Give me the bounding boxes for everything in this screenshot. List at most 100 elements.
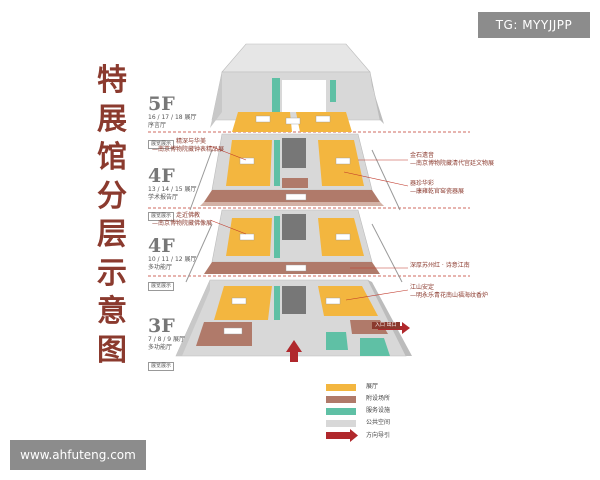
service-core [330,80,336,102]
hall-label-box [285,193,307,201]
floor-tag: 展览展示 [148,362,175,371]
floor-hall: 学术报告厅 [148,194,179,201]
legend-swatch-ancillary [326,396,356,403]
stair-right [371,223,403,283]
legend-item: 附设场所 [326,394,446,404]
annotation-palace: 金石遗音 —南京博物院藏清代宫廷文物展 [410,152,494,168]
hall-label-box [285,117,301,125]
ancillary-room [282,178,308,188]
floor-label-4f-lower: 4F 10 / 11 / 12 展厅 多功能厅 展览展示 [148,236,218,291]
floor-label-3f: 3F 7 / 8 / 9 展厅 多功能厅 展览展示 [148,316,218,371]
legend-item: 服务设施 [326,406,446,416]
title-char: 层 [97,217,127,252]
title-char: 分 [97,178,127,214]
legend-label: 附设场所 [366,395,391,402]
atrium-void [282,80,326,112]
annotation-title: 金石遗音 [410,152,435,159]
annotation-subtitle: —明永乐青花南山福海纹香炉 [410,292,489,299]
floor-hall: 多功能厅 [148,264,173,271]
legend-item: 展厅 [326,382,446,392]
escalator [282,138,306,168]
floor-4f-lower [185,209,403,283]
legend-swatch-service [326,408,356,415]
stair-left [189,149,213,211]
annotation-subtitle: —南京博物院藏佛像展 [152,220,213,227]
annotation-title: 江山安定 [410,284,435,291]
legend-label: 服务设施 [366,407,391,414]
legend-label: 展厅 [366,383,379,390]
floor-number: 4F [148,235,175,257]
floor-number: 3F [148,315,175,337]
entrance-exit-pill: 入口 出口 [372,322,400,329]
roof [221,43,371,73]
title-char: 馆 [97,140,127,175]
hall-label-box [315,115,331,123]
annotation-clocks: 精深与华美 —南京博物院藏钟表精品展 [152,138,224,154]
legend-direction-arrow-icon [326,429,358,442]
annotation-buddhism: 走近佛教 —南京博物院藏佛像展 [152,212,212,228]
annotation-title: 器珍华彩 [410,180,435,187]
hall-label-box [335,157,351,165]
legend-swatch-public [326,420,356,427]
floor-tag: 展览展示 [148,140,175,149]
floor-rooms: 13 / 14 / 15 展厅 [148,186,197,193]
floor-rooms: 16 / 17 / 18 展厅 [148,114,197,121]
floor-number: 5F [148,93,175,115]
hall-label-box [335,233,351,241]
annotation-title: 走近佛教 [176,212,201,219]
legend-item: 方向导引 [326,431,446,441]
legend-swatches [326,384,358,442]
service-core [274,216,280,258]
floor-label-4f-upper: 4F 13 / 14 / 15 展厅 学术报告厅 展览展示 [148,166,218,221]
annotation-suzhou: 深厚苏州红 · 诗意江南 [410,262,470,270]
exhibition-hall [318,286,378,316]
annotation-title: 精深与华美 [176,138,207,145]
wall [176,280,210,356]
title-char: 示 [97,255,127,291]
title-char: 特 [97,63,127,98]
service-core [274,286,280,320]
watermark-top: TG: MYYJJPP [478,12,590,38]
hall-label-box [325,297,341,305]
escalator [282,286,306,314]
service-core [272,78,280,112]
hall-label-box [239,233,255,241]
service-area [326,332,348,350]
legend-label: 方向导引 [366,432,391,439]
hall-label-box [231,297,247,305]
floor-hall: 多功能厅 [148,344,173,351]
annotation-subtitle: —南京博物院藏钟表精品展 [152,146,225,153]
annotation-subtitle: —南京博物院藏清代宫廷文物展 [410,160,495,167]
escalator [282,214,306,240]
title-char: 图 [97,332,127,368]
service-area [360,338,390,356]
legend-label: 公共空间 [366,419,391,426]
title-char: 展 [97,101,127,137]
balcony-light [200,202,384,206]
title-char: 意 [97,294,127,329]
floor-4f-upper [189,133,401,211]
watermark-bottom: www.ahfuteng.com [10,440,146,470]
floor-number: 4F [148,165,175,187]
annotation-subtitle: —康雍乾官窑瓷器展 [410,188,465,195]
floor-5f [210,43,384,132]
wall [368,280,412,356]
floor-label-5f: 5F 16 / 17 / 18 展厅 序言厅 展览展示 [148,94,218,149]
annotation-censer: 江山安定 —明永乐青花南山福海纹香炉 [410,284,488,300]
hall-label-box [255,115,271,123]
legend-item: 公共空间 [326,418,446,428]
floor-rooms: 7 / 8 / 9 展厅 [148,336,186,343]
floor-rooms: 10 / 11 / 12 展厅 [148,256,197,263]
hall-label-box [239,157,255,165]
annotation-title: 深厚苏州红 · 诗意江南 [410,262,470,269]
entrance-arrow-icon [286,340,302,362]
floor-3f [175,279,412,362]
wall [210,72,222,128]
annotation-leaders [209,145,409,301]
stair-left [185,223,213,283]
floor-hall: 序言厅 [148,122,167,129]
page-title: 特 展 馆 分 层 示 意 图 [92,62,132,370]
floor-tag: 展览展示 [148,282,175,291]
